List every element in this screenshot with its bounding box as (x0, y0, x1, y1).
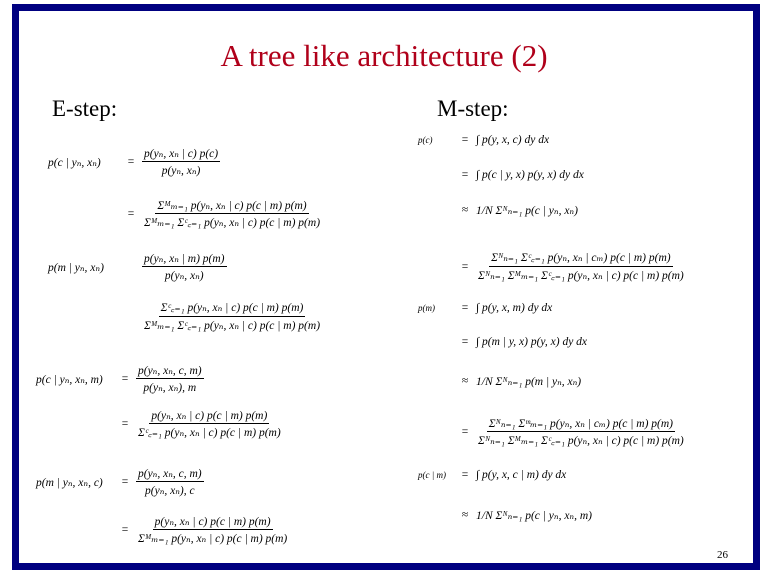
mstep-heading: M-step: (437, 96, 509, 121)
fraction-denominator: Σᴺₙ₌₁ Σᴹₘ₌₁ Σᶜ꜀₌₁ p(yₙ, xₙ | c) p(c | m)… (478, 270, 684, 282)
fraction-numerator: Σᶜ꜀₌₁ p(yₙ, xₙ | c) p(c | m) p(m) (158, 300, 306, 317)
estep-equation-row: = p(yₙ, xₙ | c) p(c | m) p(m) Σᶜ꜀₌₁ p(yₙ, … (36, 408, 283, 440)
fraction-numerator: p(yₙ, xₙ | c) p(c | m) p(m) (149, 410, 270, 424)
mstep-equation-row: = Σᴺₙ₌₁ Σᶜ꜀₌₁ p(yₙ, xₙ | cₘ) p(c | m) p(m… (418, 250, 686, 283)
equation-relation: ≈ (461, 509, 469, 521)
equation-rhs: ∫ p(y, x, c) dy dx (476, 134, 550, 146)
equation-lhs: p(c | yₙ, xₙ, m) (36, 373, 103, 386)
equation-relation: = (461, 302, 469, 314)
equation-relation: = (127, 155, 135, 168)
slide-frame (12, 4, 760, 570)
equation-rhs: ∫ p(c | y, x) p(y, x) dy dx (476, 169, 584, 181)
fraction-denominator: p(yₙ, xₙ), m (143, 382, 197, 394)
mstep-equation-row: p(c) = ∫ p(y, x, c) dy dx (418, 134, 549, 146)
equation-relation: = (461, 469, 469, 481)
mstep-equation-row: p(m) = ∫ p(y, x, m) dy dx (418, 302, 552, 314)
estep-equation-row: Σᶜ꜀₌₁ p(yₙ, xₙ | c) p(c | m) p(m) Σᴹₘ₌₁ Σ… (48, 300, 322, 333)
equation-fraction: p(yₙ, xₙ | m) p(m) p(yₙ, xₙ) (142, 251, 227, 282)
mstep-equation-row: p(c | m) = ∫ p(y, x, c | m) dy dx (418, 469, 566, 481)
equation-relation: ≈ (461, 375, 469, 387)
estep-equation-row: p(m | yₙ, xₙ) p(yₙ, xₙ | m) p(m) p(yₙ, xₙ) (48, 251, 227, 282)
fraction-denominator: Σᴹₘ₌₁ Σᶜ꜀₌₁ p(yₙ, xₙ | c) p(c | m) p(m) (144, 320, 321, 332)
equation-relation: = (121, 372, 129, 385)
mstep-equation-row: = Σᴺₙ₌₁ Σᵐₘ₌₁ p(yₙ, xₙ | cₘ) p(c | m) p(m… (418, 416, 686, 448)
equation-fraction: Σᴺₙ₌₁ Σᵐₘ₌₁ p(yₙ, xₙ | cₘ) p(c | m) p(m)… (476, 416, 686, 448)
equation-relation: = (461, 336, 469, 348)
estep-equation-row: p(m | yₙ, xₙ, c)=p(yₙ, xₙ, c, m)p(yₙ, xₙ… (36, 466, 204, 497)
equation-lhs: p(c) (418, 135, 433, 145)
equation-rhs: ∫ p(y, x, c | m) dy dx (476, 469, 567, 481)
equation-relation: = (461, 169, 469, 181)
equation-relation: = (121, 418, 129, 430)
equation-fraction: Σᴺₙ₌₁ Σᶜ꜀₌₁ p(yₙ, xₙ | cₘ) p(c | m) p(m)… (476, 250, 686, 283)
fraction-numerator: Σᴺₙ₌₁ Σᵐₘ₌₁ p(yₙ, xₙ | cₘ) p(c | m) p(m) (486, 418, 676, 432)
mstep-equation-row: = ∫ p(c | y, x) p(y, x) dy dx (418, 169, 584, 181)
equation-rhs: 1/N Σᴺₙ₌₁ p(c | yₙ, xₙ, m) (476, 510, 592, 522)
estep-equation-row: p(c | yₙ, xₙ)=p(yₙ, xₙ | c) p(c)p(yₙ, xₙ… (48, 146, 221, 177)
fraction-denominator: Σᴺₙ₌₁ Σᴹₘ₌₁ Σᶜ꜀₌₁ p(yₙ, xₙ | c) p(c | m)… (478, 435, 684, 447)
equation-lhs: p(m | yₙ, xₙ, c) (36, 476, 103, 489)
page-number: 26 (717, 549, 728, 561)
fraction-denominator: Σᴹₘ₌₁ p(yₙ, xₙ | c) p(c | m) p(m) (138, 533, 288, 545)
fraction-numerator: p(yₙ, xₙ | c) p(c) (142, 148, 221, 162)
equation-relation: = (461, 260, 469, 273)
equation-fraction: p(yₙ, xₙ | c) p(c | m) p(m) Σᴹₘ₌₁ p(yₙ, x… (136, 514, 289, 545)
fraction-denominator: p(yₙ, xₙ), c (145, 485, 195, 497)
fraction-denominator: Σᶜ꜀₌₁ p(yₙ, xₙ | c) p(c | m) p(m) (138, 427, 281, 439)
equation-relation: = (121, 523, 129, 536)
estep-equation-row: = p(yₙ, xₙ | c) p(c | m) p(m) Σᴹₘ₌₁ p(yₙ, … (36, 514, 289, 545)
mstep-equation-row: = ∫ p(m | y, x) p(y, x) dy dx (418, 336, 587, 348)
equation-fraction: p(yₙ, xₙ, c, m) p(yₙ, xₙ), c (136, 466, 204, 497)
equation-rhs: 1/N Σᴺₙ₌₁ p(c | yₙ, xₙ) (476, 205, 578, 217)
equation-fraction: p(yₙ, xₙ, c, m) p(yₙ, xₙ), m (136, 363, 204, 394)
fraction-numerator: p(yₙ, xₙ | c) p(c | m) p(m) (152, 516, 273, 530)
mstep-equation-row: ≈1/N Σᴺₙ₌₁ p(c | yₙ, xₙ, m) (418, 508, 592, 522)
equation-relation: = (127, 208, 135, 220)
fraction-numerator: p(yₙ, xₙ | m) p(m) (142, 253, 227, 267)
fraction-denominator: Σᴹₘ₌₁ Σᶜ꜀₌₁ p(yₙ, xₙ | c) p(c | m) p(m) (144, 217, 321, 229)
equation-lhs: p(c | yₙ, xₙ) (48, 156, 101, 169)
equation-fraction: p(yₙ, xₙ | c) p(c) p(yₙ, xₙ) (142, 146, 221, 177)
fraction-denominator: p(yₙ, xₙ) (161, 165, 201, 177)
equation-relation: = (461, 134, 469, 146)
equation-relation: = (121, 475, 129, 488)
equation-fraction: Σᶜ꜀₌₁ p(yₙ, xₙ | c) p(c | m) p(m) Σᴹₘ₌₁ Σ… (142, 300, 322, 333)
equation-rhs: ∫ p(m | y, x) p(y, x) dy dx (476, 336, 588, 348)
fraction-numerator: Σᴹₘ₌₁ p(yₙ, xₙ | c) p(c | m) p(m) (155, 200, 309, 214)
fraction-numerator: p(yₙ, xₙ, c, m) (136, 468, 204, 482)
equation-lhs: p(m | yₙ, xₙ) (48, 261, 104, 274)
estep-equation-row: p(c | yₙ, xₙ, m)=p(yₙ, xₙ, c, m)p(yₙ, xₙ… (36, 363, 204, 394)
estep-heading: E-step: (52, 96, 118, 121)
equation-fraction: Σᴹₘ₌₁ p(yₙ, xₙ | c) p(c | m) p(m) Σᴹₘ₌₁ Σ… (142, 198, 322, 230)
estep-equation-row: =Σᴹₘ₌₁ p(yₙ, xₙ | c) p(c | m) p(m)Σᴹₘ₌₁ … (48, 198, 322, 230)
mstep-equation-row: ≈1/N Σᴺₙ₌₁ p(m | yₙ, xₙ) (418, 374, 581, 388)
equation-fraction: p(yₙ, xₙ | c) p(c | m) p(m) Σᶜ꜀₌₁ p(yₙ, x… (136, 408, 283, 440)
equation-rhs: 1/N Σᴺₙ₌₁ p(m | yₙ, xₙ) (476, 376, 582, 388)
fraction-denominator: p(yₙ, xₙ) (164, 270, 204, 282)
slide-title: A tree like architecture (2) (220, 38, 548, 73)
equation-lhs: p(c | m) (418, 470, 446, 480)
equation-rhs: ∫ p(y, x, m) dy dx (476, 302, 553, 314)
equation-relation: = (461, 426, 469, 438)
fraction-numerator: Σᴺₙ₌₁ Σᶜ꜀₌₁ p(yₙ, xₙ | cₘ) p(c | m) p(m) (489, 250, 673, 267)
equation-relation: ≈ (461, 204, 469, 216)
mstep-equation-row: ≈1/N Σᴺₙ₌₁ p(c | yₙ, xₙ) (418, 203, 578, 217)
equation-lhs: p(m) (418, 303, 435, 313)
fraction-numerator: p(yₙ, xₙ, c, m) (136, 365, 204, 379)
